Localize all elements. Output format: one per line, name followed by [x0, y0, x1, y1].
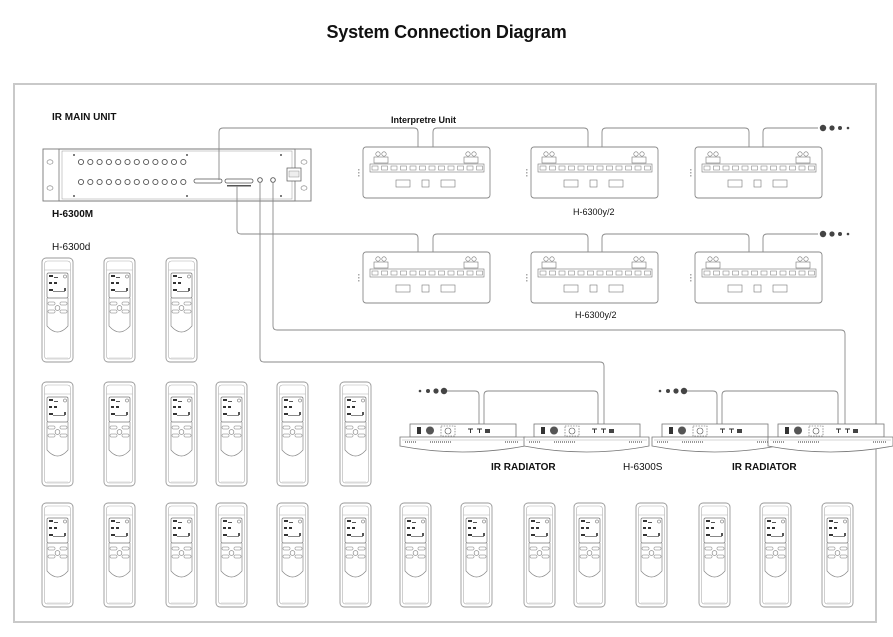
- receiver-unit: [165, 502, 198, 608]
- channel-jack: [170, 158, 178, 166]
- interpreter-unit: [525, 251, 659, 304]
- continuation-dots: [418, 124, 850, 395]
- main-unit-model-label: H-6300M: [52, 209, 94, 220]
- interpreter-unit: [357, 146, 491, 199]
- diagram-title: System Connection Diagram: [326, 22, 567, 42]
- radiator-model-label: H-6300S: [623, 462, 663, 473]
- continuation-dots-radiator-group2: [658, 387, 688, 395]
- receiver-unit: [103, 502, 136, 608]
- continuation-dots-interpreter-row2: [819, 230, 850, 238]
- channel-jack: [170, 178, 178, 186]
- channel-jack: [96, 178, 103, 186]
- receiver-unit: [460, 502, 493, 608]
- channel-jack: [115, 178, 122, 186]
- cable-radiator-group2-continue: [687, 390, 718, 424]
- interpreter-unit: [525, 146, 659, 199]
- receiver-unit: [399, 502, 432, 608]
- cable-radiator-group1-continue: [447, 390, 480, 424]
- cable-main-to-radiator-group2: [272, 182, 846, 424]
- ir-radiators: [399, 423, 893, 453]
- interpreter-unit: [689, 251, 823, 304]
- channel-jack: [133, 158, 140, 166]
- receiver-unit: [41, 502, 74, 608]
- channel-jack: [124, 178, 131, 186]
- main-unit-label: IR MAIN UNIT: [52, 112, 117, 123]
- channel-jack: [143, 158, 150, 166]
- receiver-unit: [635, 502, 668, 608]
- ir-radiator: [399, 423, 526, 453]
- receiver-unit: [276, 502, 309, 608]
- interpreter-unit: [357, 251, 491, 304]
- cable-interpreter-row1-2-3: [601, 127, 750, 147]
- channel-jack: [143, 178, 150, 186]
- cable-radiator-1-2: [483, 390, 599, 424]
- interpreter-units: [357, 146, 823, 304]
- channel-jack: [124, 158, 131, 166]
- receiver-unit: [215, 381, 248, 487]
- channel-jack: [87, 158, 94, 166]
- cable-main-to-interpreter-row2: [236, 186, 419, 252]
- receiver-unit: [276, 381, 309, 487]
- receiver-model-label: H-6300d: [52, 242, 91, 253]
- ir-radiator-label-right: IR RADIATOR: [732, 462, 797, 473]
- receiver-unit: [103, 257, 136, 363]
- channel-jack: [152, 158, 159, 166]
- interpreter-unit: [689, 146, 823, 199]
- ir-radiator-label-left: IR RADIATOR: [491, 462, 556, 473]
- receiver-unit: [41, 257, 74, 363]
- channel-jack: [77, 158, 85, 166]
- channel-jack: [105, 178, 112, 186]
- receiver-unit: [339, 381, 372, 487]
- channel-jack: [77, 178, 85, 186]
- cable-main-to-radiator-group1: [259, 182, 605, 424]
- cable-main-to-interpreter-row1: [218, 127, 419, 180]
- channel-jack: [180, 178, 187, 186]
- receiver-unit: [103, 381, 136, 487]
- receiver-unit: [821, 502, 854, 608]
- channel-jack: [161, 158, 168, 166]
- receiver-unit: [165, 257, 198, 363]
- ir-radiator: [523, 423, 650, 453]
- channel-jack: [152, 178, 159, 186]
- continuation-dots-interpreter-row1: [819, 124, 850, 132]
- channel-jack: [133, 178, 140, 186]
- ir-main-unit: [42, 148, 312, 202]
- cable-interpreter-row2-2-3: [601, 233, 750, 252]
- channel-jack: [105, 158, 112, 166]
- cable-radiator-3-4: [721, 390, 839, 424]
- cable-interpreter-row1-1-2: [432, 127, 589, 147]
- channel-jack: [96, 158, 103, 166]
- interpreter-unit-label: Interpretre Unit: [391, 115, 457, 125]
- cables: [218, 127, 846, 424]
- cable-interpreter-row2-1-2: [432, 233, 589, 252]
- receiver-unit: [698, 502, 731, 608]
- interpreter-model-label-row2: H-6300y/2: [575, 310, 617, 320]
- continuation-dots-radiator-group1: [418, 387, 448, 395]
- channel-jack: [87, 178, 94, 186]
- receiver-unit: [759, 502, 792, 608]
- diagram-frame: [13, 83, 877, 623]
- ir-radiator: [767, 423, 893, 453]
- cable-interpreter-row2-continue: [762, 233, 818, 252]
- receiver-unit: [523, 502, 556, 608]
- receiver-unit: [165, 381, 198, 487]
- ir-radiator: [651, 423, 778, 453]
- receiver-unit: [339, 502, 372, 608]
- interpreter-model-label-row1: H-6300y/2: [573, 207, 615, 217]
- receiver-unit: [41, 381, 74, 487]
- channel-jack: [115, 158, 122, 166]
- cable-interpreter-row1-continue: [762, 127, 818, 147]
- channel-jack: [180, 158, 187, 166]
- channel-jack: [161, 178, 168, 186]
- receiver-unit: [215, 502, 248, 608]
- receiver-unit: [573, 502, 606, 608]
- channel-jacks: [77, 158, 187, 186]
